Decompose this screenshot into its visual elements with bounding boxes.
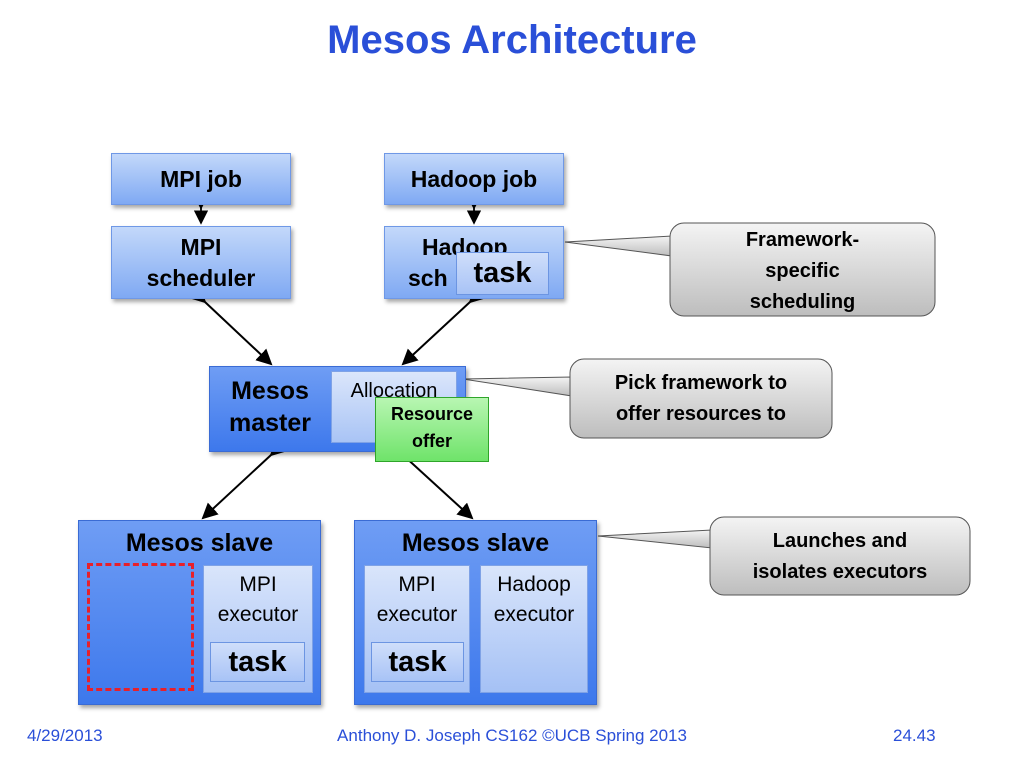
callout-framework-line3: scheduling: [749, 291, 856, 313]
callout-framework-shape: [564, 222, 936, 317]
callout-launch-shape: [597, 516, 971, 596]
master-left-slave-arrow: [201, 439, 287, 520]
dashed-empty-slot: [87, 563, 194, 691]
left-mpi-executor-line1: MPI: [239, 573, 277, 596]
callout-launch-line1: Launches and: [772, 530, 908, 552]
hadoop-scheduler-line2: sch: [408, 265, 448, 291]
mesos-slave-right-title: Mesos slave: [401, 529, 550, 557]
resource-offer-line2: offer: [412, 431, 452, 451]
hadoop-scheduler-master-arrow: [401, 286, 486, 366]
mesos-master-label: Mesos master: [210, 375, 330, 439]
mesos-master-line1: Mesos: [231, 377, 309, 405]
allocation-line1: Allocation: [350, 380, 438, 402]
scheduler-task-box: task: [456, 252, 549, 295]
left-task-label: task: [228, 646, 287, 678]
hadoop-executor-line1: Hadoop: [497, 573, 571, 596]
callout-pick-line2: offer resources to: [615, 403, 787, 425]
mpi-job-box: MPI job: [111, 153, 291, 205]
resource-offer-line1: Resource: [390, 404, 474, 424]
footer-page-number: 24.43: [893, 726, 936, 745]
footer-date: 4/29/2013: [27, 726, 103, 745]
right-task-label: task: [388, 646, 447, 678]
slide-title: Mesos Architecture: [327, 18, 697, 62]
callout-pick-line1: Pick framework to: [614, 372, 788, 394]
mesos-slave-left-title: Mesos slave: [125, 529, 274, 557]
mpi-scheduler-box: MPI scheduler: [111, 226, 291, 299]
hadoop-executor-box: Hadoop executor: [480, 565, 588, 693]
mesos-slave-right-box: Mesos slave MPI executor task Hadoop exe…: [354, 520, 597, 705]
callout-launch-text: Launches and isolates executors: [710, 526, 970, 588]
resource-offer-box: Resource offer: [375, 397, 489, 462]
right-mpi-executor-line2: executor: [376, 603, 458, 626]
hadoop-job-label: Hadoop job: [410, 166, 538, 192]
right-task-box: task: [371, 642, 464, 682]
callout-framework-line1: Framework-: [745, 229, 860, 251]
mpi-scheduler-master-arrow: [189, 286, 273, 366]
callout-launch-line2: isolates executors: [752, 561, 928, 583]
mesos-slave-left-box: Mesos slave MPI executor task: [78, 520, 321, 705]
mpi-scheduler-line2: scheduler: [146, 265, 256, 291]
mesos-master-line2: master: [229, 409, 311, 437]
left-mpi-executor-line2: executor: [217, 603, 299, 626]
hadoop-executor-line2: executor: [493, 603, 575, 626]
callout-framework-text: Framework- specific scheduling: [670, 225, 935, 318]
callout-framework-line2: specific: [765, 260, 840, 282]
mpi-job-label: MPI job: [160, 166, 242, 192]
left-task-box: task: [210, 642, 305, 682]
hadoop-job-box: Hadoop job: [384, 153, 564, 205]
right-mpi-executor-line1: MPI: [398, 573, 436, 596]
callout-pick-text: Pick framework to offer resources to: [570, 368, 832, 430]
scheduler-task-label: task: [473, 257, 532, 289]
mpi-scheduler-line1: MPI: [180, 234, 222, 260]
callout-pick-shape: [462, 358, 833, 439]
master-right-slave-arrow: [387, 439, 474, 520]
footer-course: Anthony D. Joseph CS162 ©UCB Spring 2013: [337, 726, 687, 745]
